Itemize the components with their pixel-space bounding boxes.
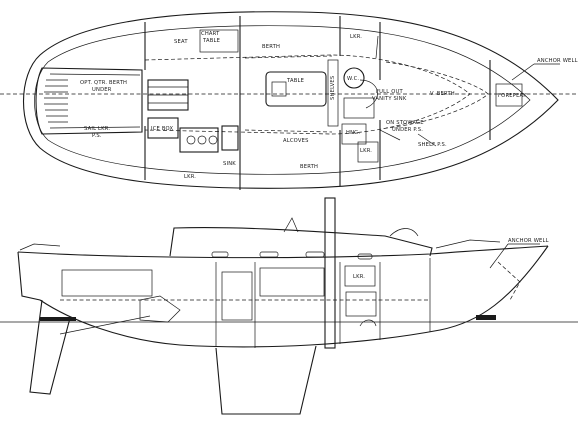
ice-box xyxy=(147,117,179,139)
label-sail-lkr: SAIL LKR. P.S. xyxy=(84,126,112,139)
profile-view xyxy=(0,197,578,415)
cockpit-grating xyxy=(44,79,68,123)
label-lkr-bottom: LKR. xyxy=(184,174,196,180)
cockpit xyxy=(35,67,143,135)
profile-locker xyxy=(344,265,376,287)
profile-sheer xyxy=(17,245,549,259)
label-chart-table: CHART TABLE xyxy=(201,31,221,44)
label-seat: SEAT xyxy=(174,39,188,45)
label-lkr-mid: LKR. xyxy=(360,148,372,154)
cabin-trunk xyxy=(144,54,471,135)
profile-hull-bottom xyxy=(17,245,549,348)
quarter-berth xyxy=(61,269,153,297)
label-lkr-top: LKR. xyxy=(350,34,362,40)
v-berth xyxy=(385,61,489,129)
label-vanity-sink: VANITY SINK xyxy=(372,96,407,102)
settee-back xyxy=(259,267,325,297)
label-berth-top: BERTH xyxy=(262,44,280,50)
engine xyxy=(139,295,181,323)
portlight-4 xyxy=(357,253,373,260)
forepeak xyxy=(495,83,523,107)
stove xyxy=(179,127,219,153)
chart-table xyxy=(199,29,239,53)
label-ice-box: ICE BOX xyxy=(151,126,173,132)
portlight-1 xyxy=(211,251,229,258)
label-shelves: SHELVES xyxy=(330,76,336,100)
portlight-3 xyxy=(305,251,325,258)
boot-stripe-fwd xyxy=(476,315,496,320)
mast xyxy=(324,197,336,349)
boot-stripe-aft xyxy=(40,317,76,321)
label-alcoves: ALCOVES xyxy=(283,138,309,144)
plan-view xyxy=(0,11,578,190)
label-v-berth: V. BERTH xyxy=(430,91,455,97)
label-sink: SINK xyxy=(223,161,236,167)
label-anchor-well-top: ANCHOR WELL xyxy=(537,58,578,64)
wc xyxy=(343,67,365,89)
portlight-2 xyxy=(259,251,279,258)
cabin-house xyxy=(169,227,433,257)
label-table: TABLE xyxy=(286,78,304,84)
hanging-locker xyxy=(341,123,367,145)
salon-table xyxy=(265,71,327,107)
keel xyxy=(215,345,317,415)
plan-hull-outline xyxy=(23,11,559,189)
label-opt-qtr-berth: OPT. QTR. BERTH UNDER xyxy=(80,80,129,93)
label-on-stowage: ON STOWAGE UNDER P.S. xyxy=(386,120,426,133)
label-berth-bottom: BERTH xyxy=(300,164,318,170)
label-forepeak: FOREPEAK xyxy=(498,93,527,99)
label-hng: HNG. xyxy=(346,130,360,136)
galley-cabinet xyxy=(221,271,253,321)
label-shelf-ps: SHELF P.S. xyxy=(418,142,447,148)
label-wc: W.C. xyxy=(347,76,359,82)
prop-shaft xyxy=(59,315,151,335)
shelves xyxy=(327,59,339,127)
galley-sink xyxy=(221,125,239,151)
label-full-out: FULL OUT xyxy=(376,89,403,95)
label-anchor-well-profile: ANCHOR WELL xyxy=(508,238,549,244)
plan-deck-line xyxy=(34,25,531,175)
rudder xyxy=(29,299,71,395)
label-lkr-profile: LKR. xyxy=(353,274,365,280)
